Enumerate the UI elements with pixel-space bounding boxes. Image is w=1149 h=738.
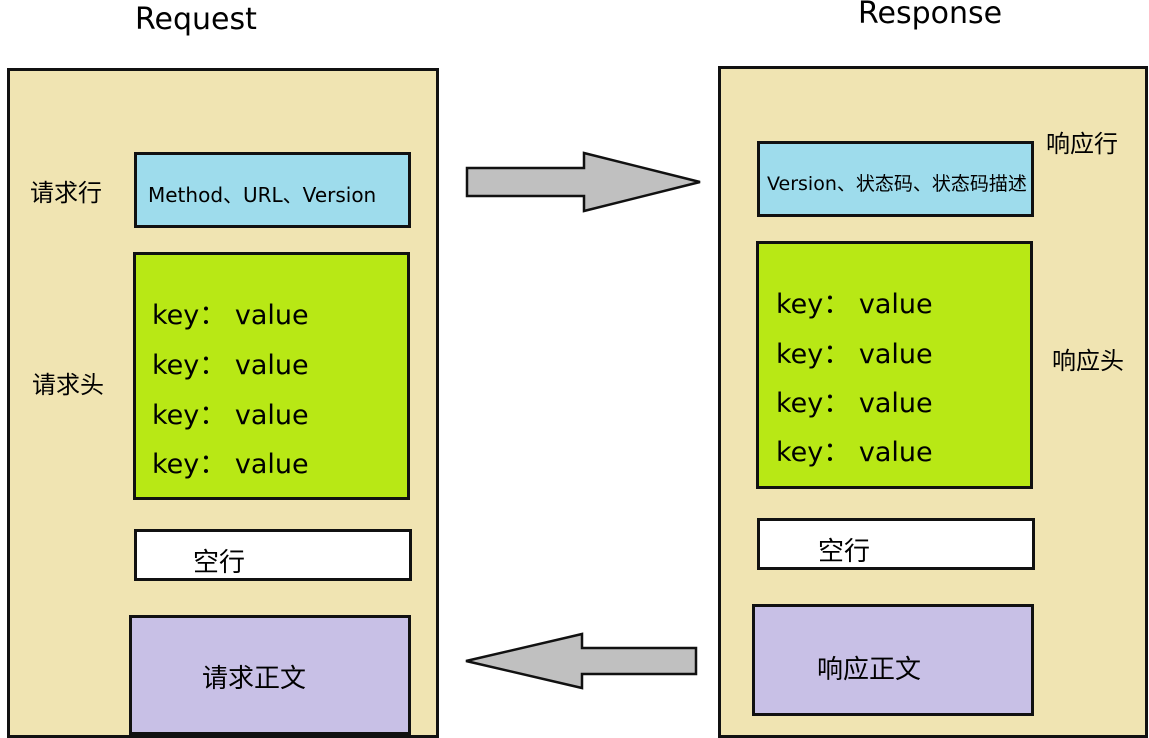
- request-header-row: key： value: [152, 300, 309, 331]
- request-header-box: key： value key： value key： value key： va…: [133, 252, 410, 500]
- arrows-layer: [465, 151, 701, 690]
- request-header-row: key： value: [152, 449, 309, 480]
- request-to-response-arrow-icon: [465, 151, 701, 213]
- response-header-row: key： value: [776, 339, 933, 370]
- response-header-row: key： value: [776, 289, 933, 320]
- response-header-box: key： value key： value key： value key： va…: [756, 241, 1033, 489]
- request-blank-label: 空行: [193, 548, 246, 578]
- request-line-box: Method、URL、Version: [134, 152, 411, 228]
- response-header-row: key： value: [776, 437, 933, 468]
- response-body-box: 响应正文: [752, 604, 1034, 716]
- response-blank-label: 空行: [818, 537, 871, 567]
- request-header-row: key： value: [152, 350, 309, 381]
- request-header-label: 请求头: [32, 371, 104, 399]
- response-line-box: Version、状态码、状态码描述: [757, 141, 1034, 217]
- response-body-label: 响应正文: [817, 655, 922, 685]
- request-title: Request: [135, 2, 257, 37]
- request-line-label: 请求行: [30, 179, 102, 207]
- request-body-label: 请求正文: [202, 664, 307, 694]
- response-blank-box: 空行: [757, 518, 1035, 570]
- response-title: Response: [858, 0, 1003, 31]
- request-body-box: 请求正文: [129, 615, 411, 735]
- response-line-label: 响应行: [1046, 130, 1118, 158]
- request-blank-box: 空行: [134, 529, 412, 581]
- response-header-row: key： value: [776, 388, 933, 419]
- request-line-content: Method、URL、Version: [148, 183, 377, 207]
- response-header-label: 响应头: [1052, 347, 1124, 375]
- response-to-request-arrow-icon: [465, 632, 698, 690]
- response-line-content: Version、状态码、状态码描述: [767, 173, 1027, 195]
- request-header-row: key： value: [152, 400, 309, 431]
